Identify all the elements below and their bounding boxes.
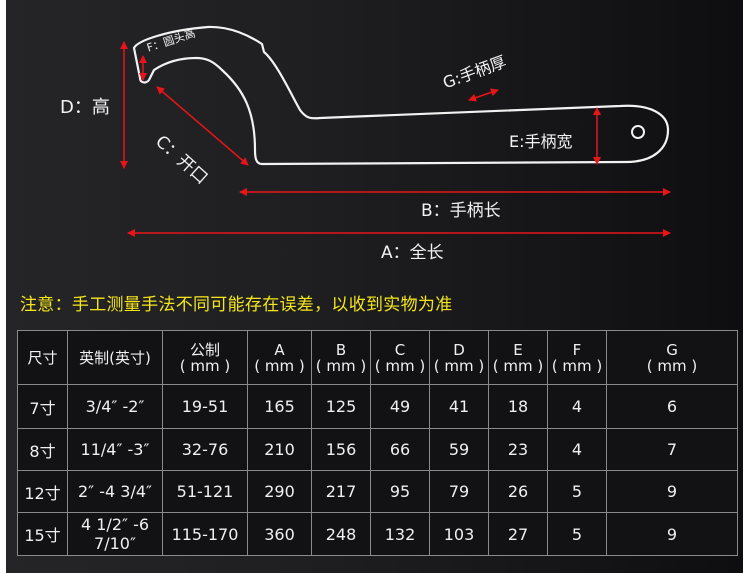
header-g: G( mm ) (606, 330, 738, 385)
table-header-row: 尺寸 英制(英寸) 公制( mm ) A( mm ) B( mm ) C( mm… (17, 330, 738, 385)
cell-g: 9 (606, 470, 738, 513)
cell-e: 23 (488, 428, 548, 471)
cell-d: 103 (429, 512, 489, 556)
cell-b: 248 (311, 512, 371, 556)
cell-c: 132 (370, 512, 430, 556)
cell-a: 165 (247, 384, 312, 429)
cell-b: 156 (311, 428, 371, 471)
cell-b: 125 (311, 384, 371, 429)
cell-f: 5 (547, 470, 607, 513)
header-imperial: 英制(英寸) (67, 330, 163, 385)
cell-d: 41 (429, 384, 489, 429)
header-d: D( mm ) (429, 330, 489, 385)
cell-g: 6 (606, 384, 738, 429)
table-row: 8寸 11/4″ -3″ 32-76 210 156 66 59 23 4 7 (17, 428, 738, 471)
cell-imperial: 3/4″ -2″ (67, 384, 163, 429)
cell-f: 5 (547, 512, 607, 556)
cell-metric: 32-76 (162, 428, 248, 471)
cell-c: 95 (370, 470, 430, 513)
cell-d: 59 (429, 428, 489, 471)
spec-table: 尺寸 英制(英寸) 公制( mm ) A( mm ) B( mm ) C( mm… (17, 330, 738, 556)
cell-a: 360 (247, 512, 312, 556)
a-total-length-label: A：全长 (381, 243, 444, 263)
e-handle-width-label: E:手柄宽 (509, 132, 573, 151)
cell-a: 290 (247, 470, 312, 513)
table-row: 7寸 3/4″ -2″ 19-51 165 125 49 41 18 4 6 (17, 384, 738, 429)
header-f: F( mm ) (547, 330, 607, 385)
header-metric: 公制( mm ) (162, 330, 248, 385)
cell-e: 18 (488, 384, 548, 429)
cell-c: 66 (370, 428, 430, 471)
measurement-note: 注意：手工测量手法不同可能存在误差，以收到实物为准 (20, 295, 453, 315)
d-height-label: D：高 (60, 97, 110, 118)
cell-metric: 19-51 (162, 384, 248, 429)
cell-f: 4 (547, 428, 607, 471)
cell-e: 27 (488, 512, 548, 556)
wrench-outline (132, 25, 670, 166)
cell-size: 12寸 (17, 470, 68, 513)
header-size: 尺寸 (17, 330, 68, 385)
cell-c: 49 (370, 384, 430, 429)
cell-metric: 51-121 (162, 470, 248, 513)
cell-g: 9 (606, 512, 738, 556)
cell-size: 7寸 (17, 384, 68, 429)
cell-g: 7 (606, 428, 738, 471)
table-row: 15寸 4 1/2″ -6 7/10″ 115-170 360 248 132 … (17, 512, 738, 556)
cell-size: 15寸 (17, 512, 68, 556)
wrench-diagram (120, 25, 671, 237)
cell-f: 4 (547, 384, 607, 429)
cell-imperial: 11/4″ -3″ (67, 428, 163, 471)
cell-b: 217 (311, 470, 371, 513)
c-dimension-arrow (156, 86, 249, 166)
g-dimension-arrow (468, 88, 499, 102)
cell-size: 8寸 (17, 428, 68, 471)
cell-e: 26 (488, 470, 548, 513)
cell-imperial: 4 1/2″ -6 7/10″ (67, 512, 163, 556)
header-a: A( mm ) (247, 330, 312, 385)
cell-d: 79 (429, 470, 489, 513)
header-e: E( mm ) (488, 330, 548, 385)
cell-metric: 115-170 (162, 512, 248, 556)
table-row: 12寸 2″ -4 3/4″ 51-121 290 217 95 79 26 5… (17, 470, 738, 513)
header-c: C( mm ) (370, 330, 430, 385)
header-b: B( mm ) (311, 330, 371, 385)
cell-a: 210 (247, 428, 312, 471)
cell-imperial: 2″ -4 3/4″ (67, 470, 163, 513)
b-handle-length-label: B：手柄长 (421, 201, 501, 221)
